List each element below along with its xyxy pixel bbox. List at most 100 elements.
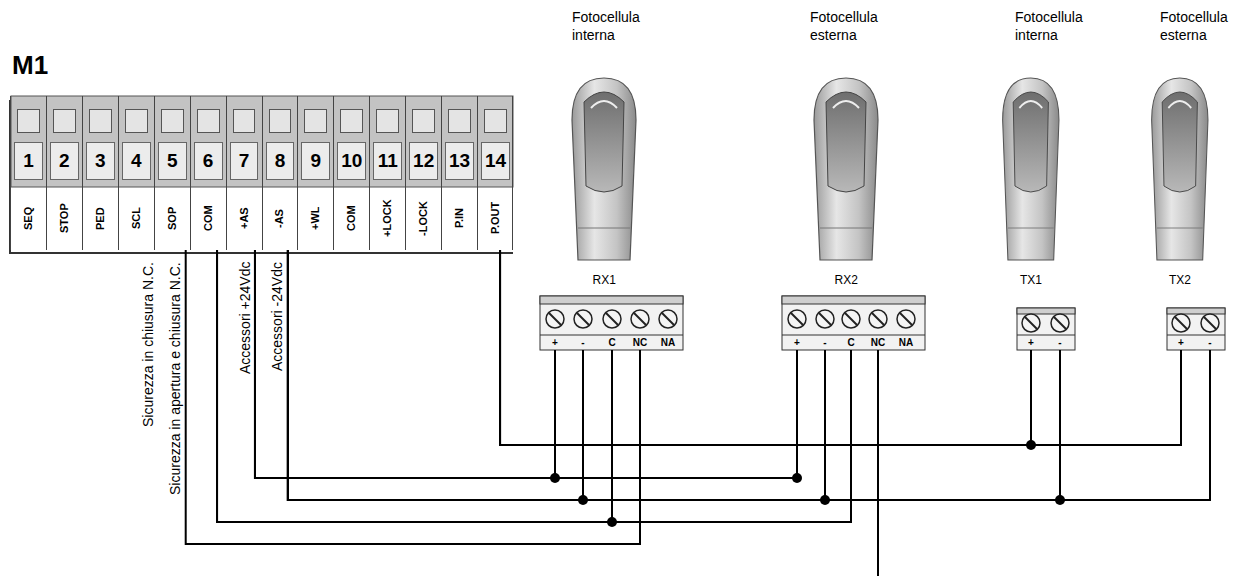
terminal-label: -: [1047, 337, 1073, 349]
signal-name: +AS: [238, 207, 251, 229]
terminal-number: 3: [95, 150, 106, 172]
signal-name: P.OUT: [489, 202, 502, 234]
terminal: 1SEQ: [10, 96, 46, 250]
wire: [217, 250, 612, 522]
photocell-title: Fotocellula esterna: [810, 8, 890, 44]
wire: [500, 250, 1181, 445]
signal-name: SCL: [130, 207, 143, 229]
signal-name: COM: [345, 205, 358, 231]
terminal: 8 -AS: [262, 96, 298, 250]
terminal-slot: [197, 109, 220, 133]
terminal-slot: [125, 109, 148, 133]
wire: [288, 250, 1210, 500]
screw-terminal: +: [542, 306, 568, 350]
terminal-number: 12: [413, 150, 434, 172]
signal-name: STOP: [58, 203, 71, 233]
terminal-label: NC: [627, 337, 653, 349]
number-box: 5: [158, 142, 187, 180]
signal-name: +WL: [309, 206, 322, 230]
device-code: TX2: [1169, 273, 1191, 287]
photocell: Fotocellula internaRX1 +-CNCNA: [530, 6, 690, 353]
number-box: 14: [481, 142, 510, 180]
terminal: 4SCL: [118, 96, 154, 250]
wire: [288, 250, 1060, 500]
signal-name: -AS: [273, 209, 286, 228]
terminal-number: 13: [449, 150, 470, 172]
terminal-slot: [89, 109, 112, 133]
terminal-label: NA: [655, 337, 681, 349]
number-box: 9: [301, 142, 330, 180]
wire-caption: Accessori -24Vdc: [270, 262, 285, 371]
terminal-number: 14: [485, 150, 506, 172]
signal-name: P.IN: [453, 208, 466, 228]
wire-caption: Sicurezza in apertura e chiusura N.C.: [168, 262, 183, 495]
number-box: 3: [86, 142, 115, 180]
signal-name: COM: [202, 205, 215, 231]
terminal-label: C: [599, 337, 625, 349]
terminal-slot: [233, 109, 256, 133]
screw-terminal: C: [838, 306, 864, 350]
wire: [255, 250, 555, 478]
signal-name: SEQ: [22, 206, 35, 229]
terminal: 7 +AS: [226, 96, 262, 250]
screw-terminal: NA: [893, 306, 919, 350]
terminal-label: -: [812, 337, 838, 349]
device-code: RX1: [593, 273, 616, 287]
photocell-title: Fotocellula esterna: [1160, 8, 1240, 44]
terminal-number: 2: [59, 150, 70, 172]
photocell: Fotocellula internaTX1+-: [1000, 6, 1090, 353]
photocell-symbol: [1152, 78, 1208, 260]
wire: [255, 250, 797, 478]
terminal: 12 -LOCK: [405, 96, 441, 250]
terminal-number: 8: [275, 150, 286, 172]
number-box: 13: [445, 142, 474, 180]
screw-terminal: -: [1047, 314, 1073, 350]
terminal: 13P.IN: [441, 96, 477, 250]
terminal-label: -: [1197, 337, 1223, 349]
terminal-label: -: [570, 337, 596, 349]
signal-name: SOP: [166, 206, 179, 229]
number-box: 11: [373, 142, 402, 180]
terminal-number: 10: [341, 150, 362, 172]
signal-name: +LOCK: [381, 199, 394, 237]
terminal: 10COM: [333, 96, 369, 250]
wire-junction: [792, 473, 802, 483]
terminal-label: +: [784, 337, 810, 349]
number-box: 2: [50, 142, 79, 180]
block-title: M1: [12, 50, 48, 80]
terminal-slot: [304, 109, 327, 133]
terminal-label: C: [838, 337, 864, 349]
terminal-label: NC: [865, 337, 891, 349]
terminal-number: 1: [23, 150, 34, 172]
terminal: 6COM: [190, 96, 226, 250]
terminal: 5SOP: [154, 96, 190, 250]
photocell-title: Fotocellula interna: [572, 8, 652, 44]
terminal-number: 4: [131, 150, 142, 172]
number-box: 1: [14, 142, 43, 180]
wire-caption: Sicurezza in chiusura N.C.: [141, 262, 156, 427]
screw-terminal: +: [1018, 314, 1044, 350]
photocell: Fotocellula esternaTX2+-: [1150, 6, 1236, 353]
wire: [288, 250, 825, 500]
photocell-symbol: [1003, 78, 1059, 260]
terminal-slot: [448, 109, 471, 133]
wire: [217, 250, 851, 522]
terminal-number: 11: [378, 150, 398, 172]
photocell-symbol: [814, 78, 878, 260]
number-box: 7: [230, 142, 259, 180]
signal-name: -LOCK: [417, 201, 430, 236]
screw-symbol: [546, 310, 1219, 332]
terminal-slot: [161, 109, 184, 133]
terminal-number: 9: [311, 150, 322, 172]
terminal: 14P.OUT: [477, 96, 513, 250]
terminal-label: +: [1018, 337, 1044, 349]
photocell-symbol: [572, 78, 636, 260]
device-code: RX2: [835, 273, 858, 287]
screw-terminal: NC: [627, 306, 653, 350]
terminal-slot: [484, 109, 507, 133]
strip: M11SEQ2STOP3PED4SCL5SOP6COM7+AS8-AS9+WL1…: [10, 50, 513, 253]
wire: [500, 250, 1031, 445]
screw-terminal: NA: [655, 306, 681, 350]
screw-terminal: -: [1197, 314, 1223, 350]
